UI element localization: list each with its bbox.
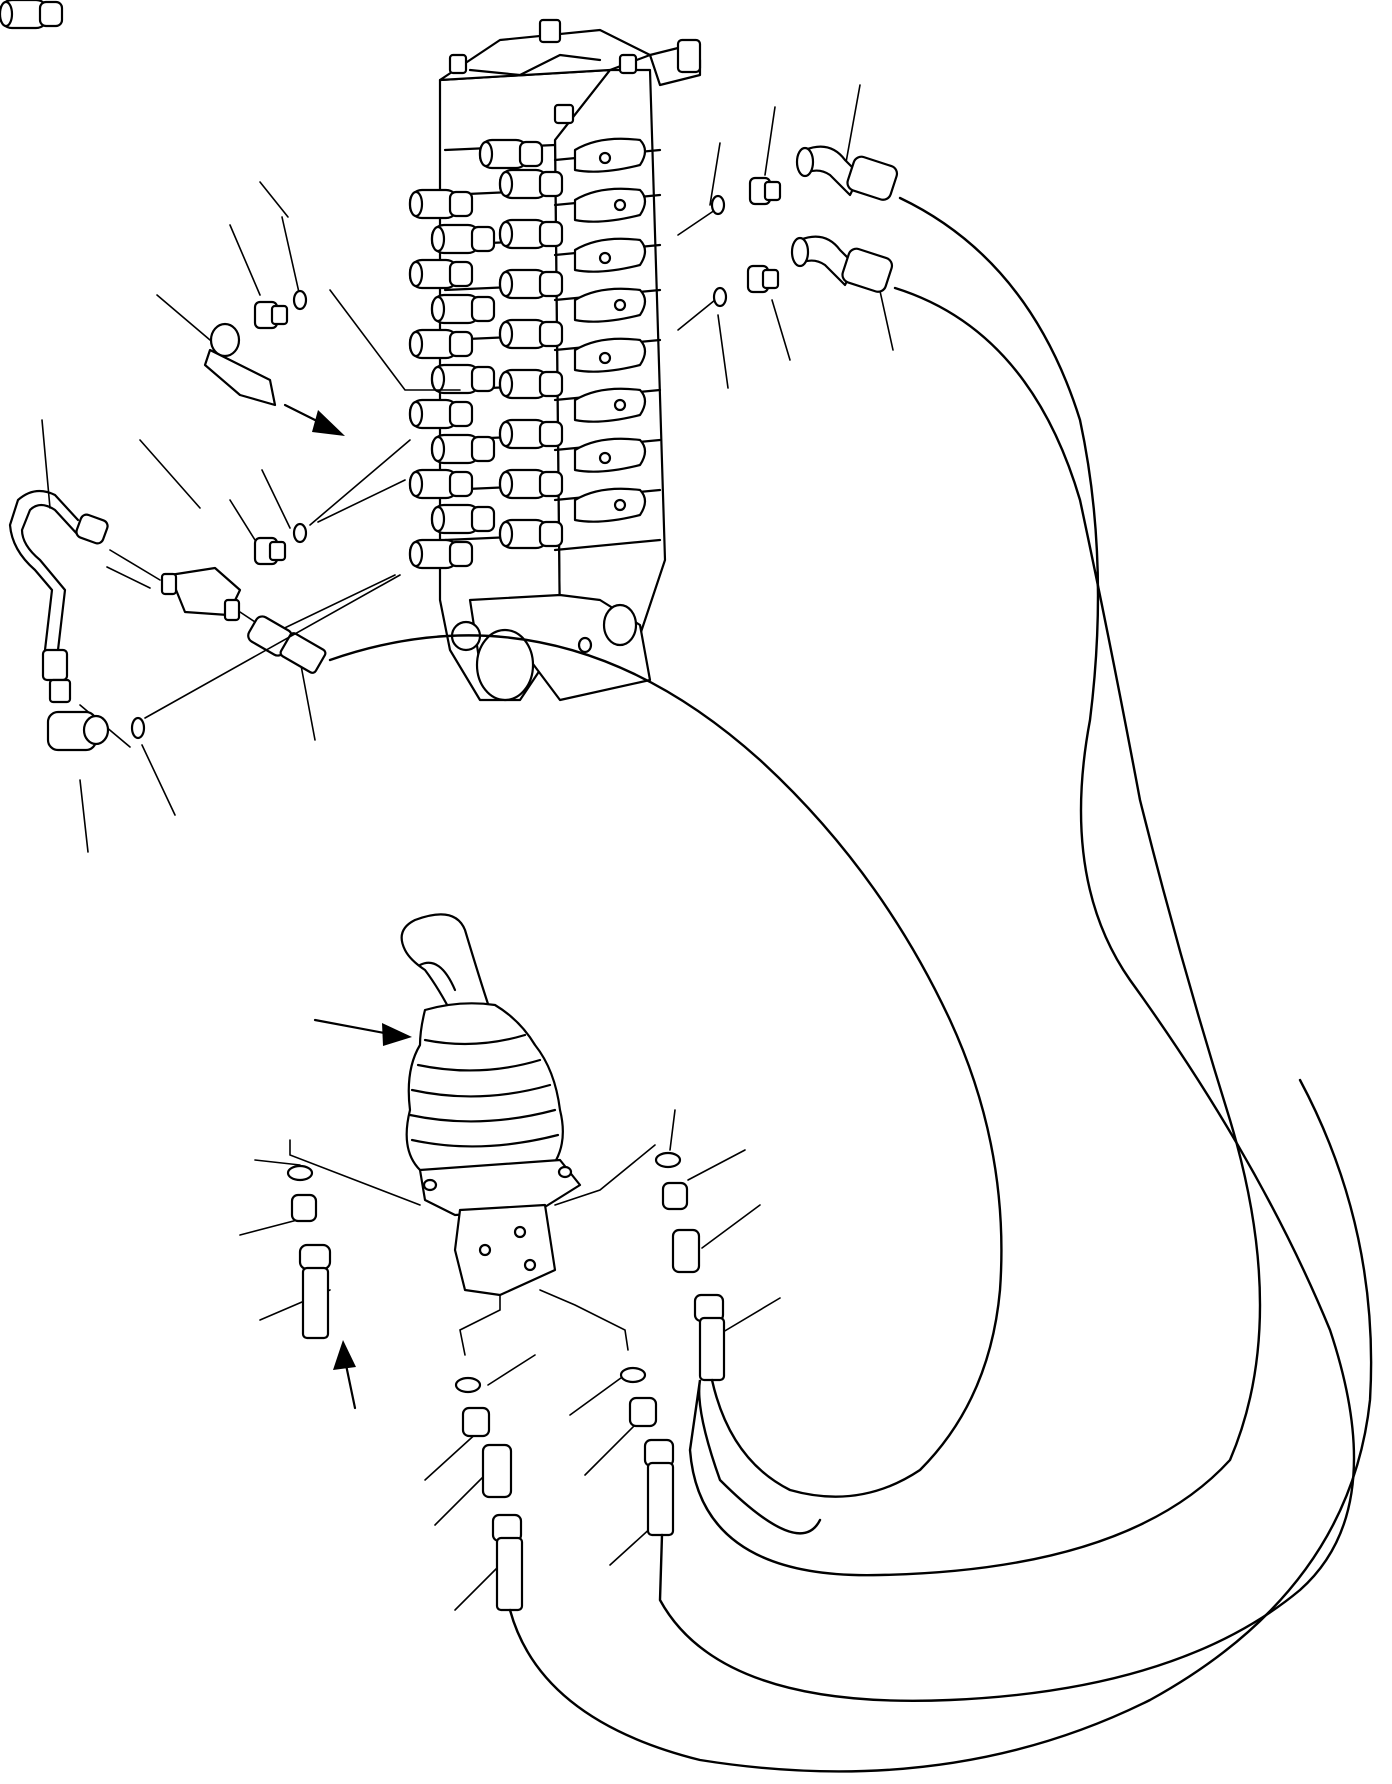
hose-icon: [298, 1243, 332, 1271]
o-ring-icon: [712, 286, 728, 308]
spool-caps: [0, 0, 564, 570]
hose-icon: [646, 1461, 675, 1537]
adapter-icon: [748, 176, 782, 206]
elbow-fitting-icon: [790, 235, 857, 287]
control-valve: [0, 0, 702, 702]
adapter-icon: [671, 1228, 701, 1274]
o-ring-icon: [710, 194, 726, 216]
adapter-icon: [253, 300, 289, 330]
hose-icon: [247, 615, 327, 674]
joystick-control-lever: [313, 913, 582, 1297]
o-ring-icon: [286, 1164, 314, 1182]
arrow-icon: [382, 1023, 412, 1046]
adapter-icon: [253, 536, 287, 566]
upper-left-fittings: [8, 289, 406, 752]
adapter-icon: [461, 1406, 491, 1438]
adapter-icon: [746, 264, 780, 294]
hose-icon: [698, 1316, 726, 1382]
o-ring-icon: [292, 522, 308, 544]
o-ring-icon: [619, 1366, 647, 1384]
hose-icon: [301, 1266, 330, 1340]
hose-icon: [495, 1536, 524, 1612]
elbow-fitting-icon: [795, 145, 862, 197]
pilot-hoses: [328, 196, 1373, 1773]
arrow-icon: [333, 1340, 356, 1370]
o-ring-icon: [292, 289, 308, 311]
arrow-icon: [312, 410, 345, 436]
adapter-icon: [661, 1181, 689, 1211]
tube-icon: [8, 489, 109, 682]
upper-right-fittings: [710, 145, 899, 308]
valve-port-plates: [573, 137, 647, 523]
adapter-icon: [481, 1443, 513, 1499]
tee-fitting-icon: [160, 566, 242, 622]
o-ring-icon: [130, 716, 146, 740]
elbow-fitting-icon: [46, 678, 110, 752]
adapter-icon: [628, 1396, 658, 1428]
o-ring-icon: [654, 1151, 682, 1169]
elbow-fitting-icon: [203, 322, 277, 407]
adapter-icon: [290, 1193, 318, 1223]
joystick-fittings: [239, 1109, 781, 1612]
o-ring-icon: [454, 1376, 482, 1394]
